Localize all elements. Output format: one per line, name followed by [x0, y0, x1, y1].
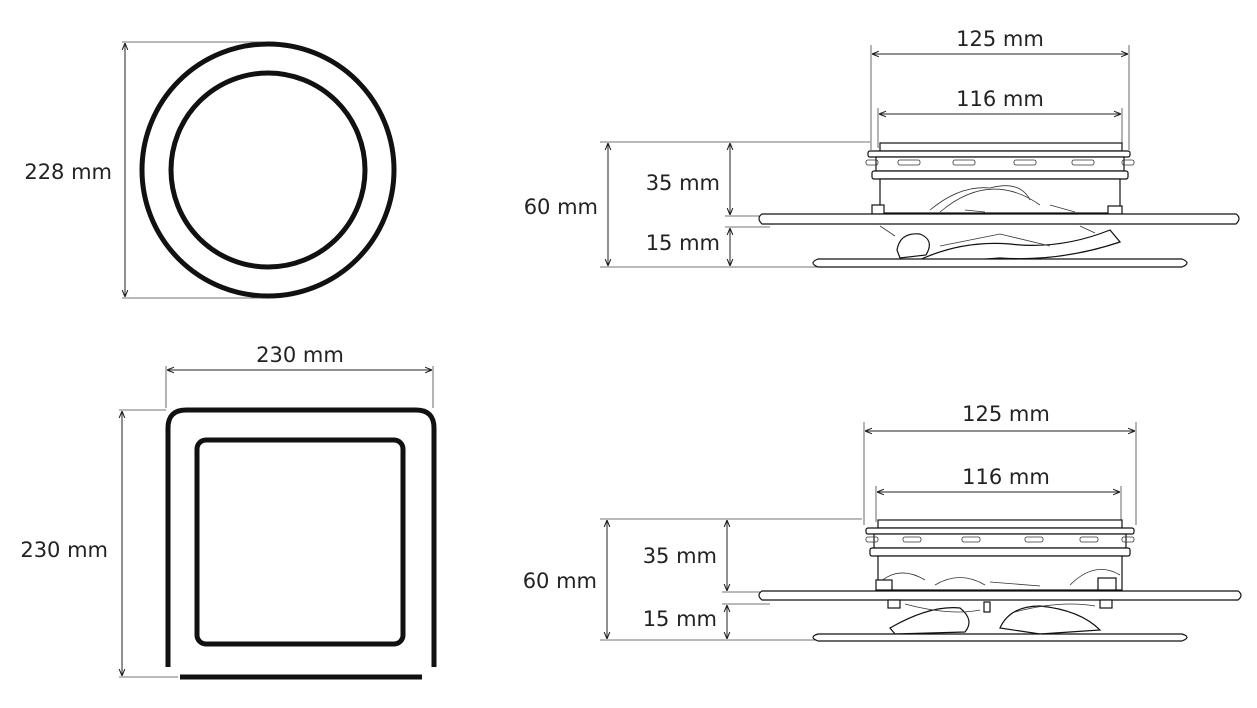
round-inner-ring: [168, 70, 368, 270]
square-side-body: [865, 519, 1135, 591]
round-side-35-label: 35 mm: [646, 171, 720, 195]
round-side-mechanism: [879, 225, 1122, 263]
square-side-bottom-disc: [812, 633, 1188, 642]
square-width-label: 230 mm: [256, 343, 344, 367]
round-side-view: 125 mm 116 mm 60 mm 35 mm 15 mm: [524, 27, 1240, 268]
square-side-125-label: 125 mm: [962, 402, 1050, 426]
round-side-flange: [758, 213, 1240, 225]
square-top-view: 230 mm 230 mm: [20, 343, 437, 680]
square-inner-frame: [194, 437, 406, 647]
square-side-view: 125 mm 116 mm 60 mm 35 mm 15 mm: [523, 402, 1242, 642]
square-side-flange: [758, 590, 1242, 601]
square-height-label: 230 mm: [20, 538, 108, 562]
square-side-116-label: 116 mm: [962, 465, 1050, 489]
round-side-60-label: 60 mm: [524, 195, 598, 219]
square-side-60-label: 60 mm: [523, 569, 597, 593]
round-side-15-label: 15 mm: [646, 231, 720, 255]
square-side-15-label: 15 mm: [643, 607, 717, 631]
square-side-mechanism: [887, 599, 1113, 635]
square-outer-frame: [165, 407, 437, 667]
round-diameter-label: 228 mm: [24, 160, 112, 184]
round-side-125-label: 125 mm: [956, 27, 1044, 51]
round-outer-ring: [139, 41, 397, 299]
round-side-body: [865, 142, 1135, 215]
square-side-35-label: 35 mm: [643, 544, 717, 568]
round-side-bottom-disc: [812, 258, 1188, 268]
round-top-view: 228 mm: [24, 41, 397, 299]
round-side-116-label: 116 mm: [956, 87, 1044, 111]
